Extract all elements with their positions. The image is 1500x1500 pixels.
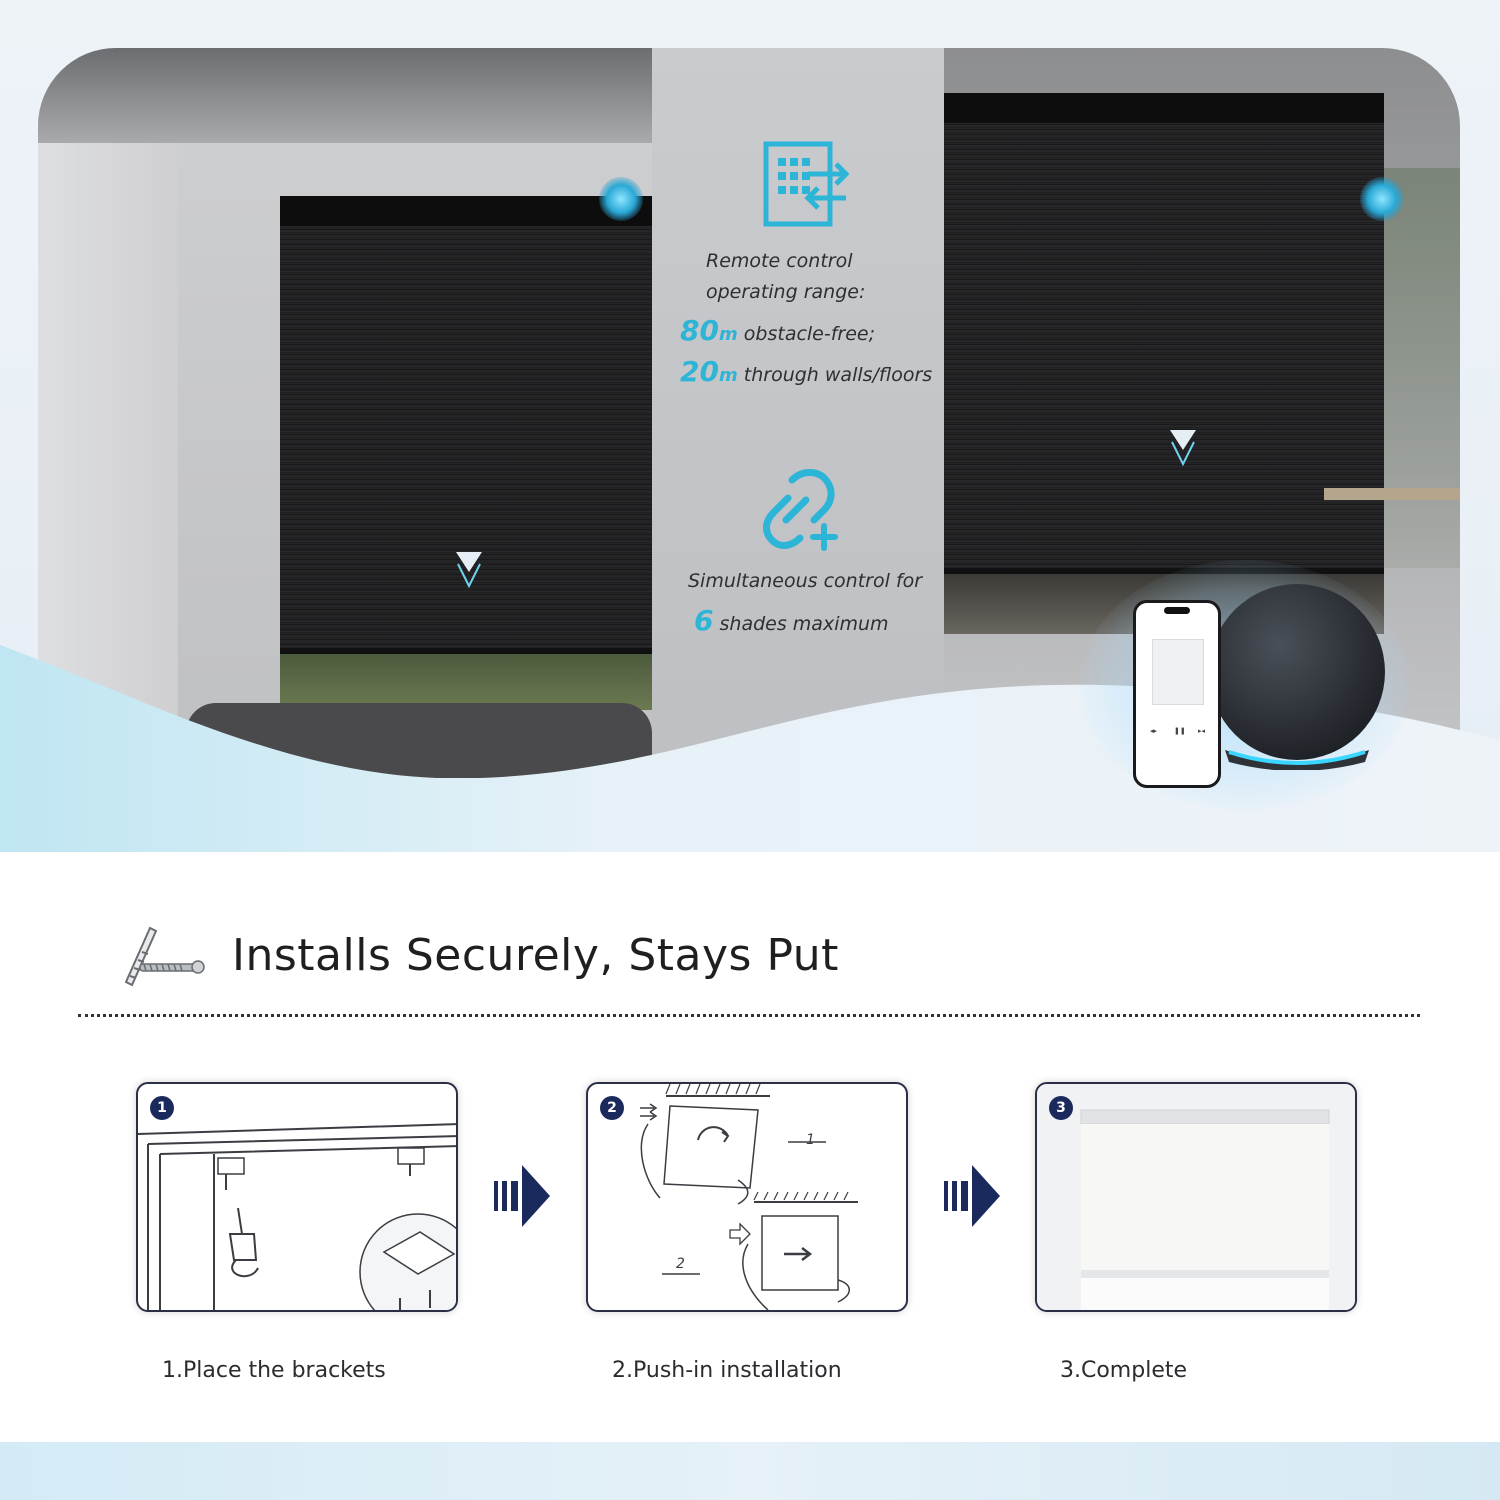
push-in-illustration: 1 2 — [640, 1084, 858, 1310]
step-caption-brackets: 1.Place the brackets — [162, 1358, 386, 1383]
range-text-2: through walls/floors — [743, 364, 933, 386]
range-text-1: obstacle-free; — [743, 323, 876, 345]
motor-signal-indicator — [599, 177, 643, 221]
sub-step-label: 2 — [676, 1256, 685, 1272]
range-unit-2: m — [718, 365, 738, 386]
group-text: shades maximum — [719, 613, 889, 635]
smart-speaker — [1209, 584, 1385, 770]
step-card-brackets: 1 — [136, 1082, 458, 1312]
range-stat-through-walls: 20m through walls/floors — [680, 355, 932, 388]
step-caption-complete: 3.Complete — [1060, 1358, 1188, 1383]
step-card-complete: 3 — [1035, 1082, 1357, 1312]
roller-shade-right — [944, 98, 1384, 568]
bracket-placement-illustration — [138, 1123, 456, 1310]
center-panel — [652, 48, 944, 778]
arrow-right-icon — [494, 1165, 550, 1227]
dotted-divider — [78, 1014, 1420, 1017]
step-badge: 3 — [1049, 1096, 1073, 1120]
app-shade-preview — [1152, 639, 1204, 705]
range-value-1: 80 — [680, 314, 719, 347]
step-badge: 2 — [600, 1096, 624, 1120]
notch — [1164, 607, 1190, 614]
headrail-left — [280, 196, 652, 226]
motor-signal-indicator — [1360, 177, 1404, 221]
group-stat: 6 shades maximum — [694, 604, 889, 637]
screw-anchor-icon — [124, 926, 205, 987]
roller-shade-left — [280, 198, 652, 648]
sub-step-label: 1 — [806, 1132, 815, 1148]
step-badge: 1 — [150, 1096, 174, 1120]
app-pause-icon: ❚❚ — [1174, 727, 1186, 735]
plant — [1384, 168, 1460, 568]
link-add-icon — [763, 469, 838, 551]
smartphone: ◂▸ ❚❚ ▸◂ — [1133, 600, 1221, 788]
arrow-right-icon — [944, 1165, 1000, 1227]
bottom-band — [0, 1442, 1500, 1500]
range-value-2: 20 — [680, 355, 719, 388]
group-value: 6 — [694, 604, 714, 637]
group-line-1: Simultaneous control for — [688, 570, 923, 592]
range-unit-1: m — [718, 324, 738, 345]
ceiling — [38, 48, 652, 143]
step-caption-push-in: 2.Push-in installation — [612, 1358, 842, 1383]
headrail-right — [944, 93, 1384, 123]
wall — [38, 48, 178, 778]
room-photo-left — [38, 48, 652, 778]
range-stat-obstacle-free: 80m obstacle-free; — [680, 314, 875, 347]
range-signal-icon — [763, 141, 850, 227]
range-line-1: Remote control — [706, 250, 853, 272]
range-line-2: operating range: — [706, 281, 866, 303]
installed-shade-illustration — [1037, 1084, 1355, 1310]
table — [1324, 488, 1460, 500]
window — [280, 648, 652, 710]
app-open-icon: ◂▸ — [1150, 727, 1158, 735]
step-card-push-in: 2 1 2 — [586, 1082, 908, 1312]
chevron-down-icon — [1170, 430, 1196, 467]
section-title: Installs Securely, Stays Put — [232, 930, 839, 981]
app-close-icon: ▸◂ — [1198, 727, 1206, 735]
chevron-down-icon — [456, 552, 482, 589]
